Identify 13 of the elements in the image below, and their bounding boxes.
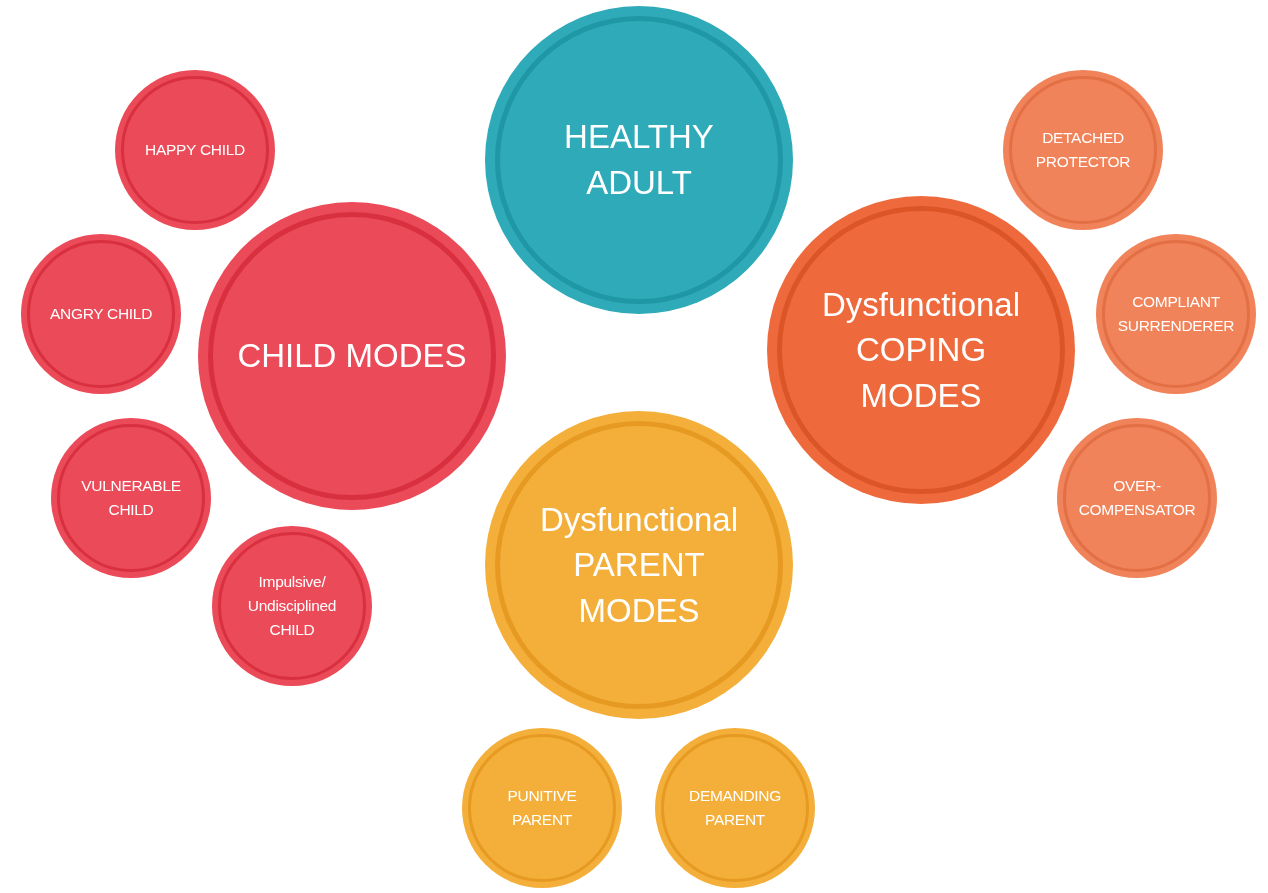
circle-label: CHILD MODES <box>237 336 467 377</box>
circle-label: DETACHED PROTECTOR <box>1034 128 1132 172</box>
circle-label: Impulsive/ Undisciplined CHILD <box>246 571 338 640</box>
circle-label: HAPPY CHILD <box>145 140 245 160</box>
circle-label: VULNERABLE CHILD <box>80 476 182 520</box>
circle-label: PUNITIVE PARENT <box>506 786 578 830</box>
circle-label: HEALTHY ADULT <box>563 117 715 203</box>
circle-label: Dysfunctional PARENT MODES <box>538 499 740 631</box>
circle-label: COMPLIANT SURRENDERER <box>1116 292 1236 336</box>
circle-label: Dysfunctional COPING MODES <box>820 284 1022 416</box>
circle-label: DEMANDING PARENT <box>688 786 782 830</box>
circle-label: OVER- COMPENSATOR <box>1077 476 1197 520</box>
circle-label: ANGRY CHILD <box>49 304 153 324</box>
